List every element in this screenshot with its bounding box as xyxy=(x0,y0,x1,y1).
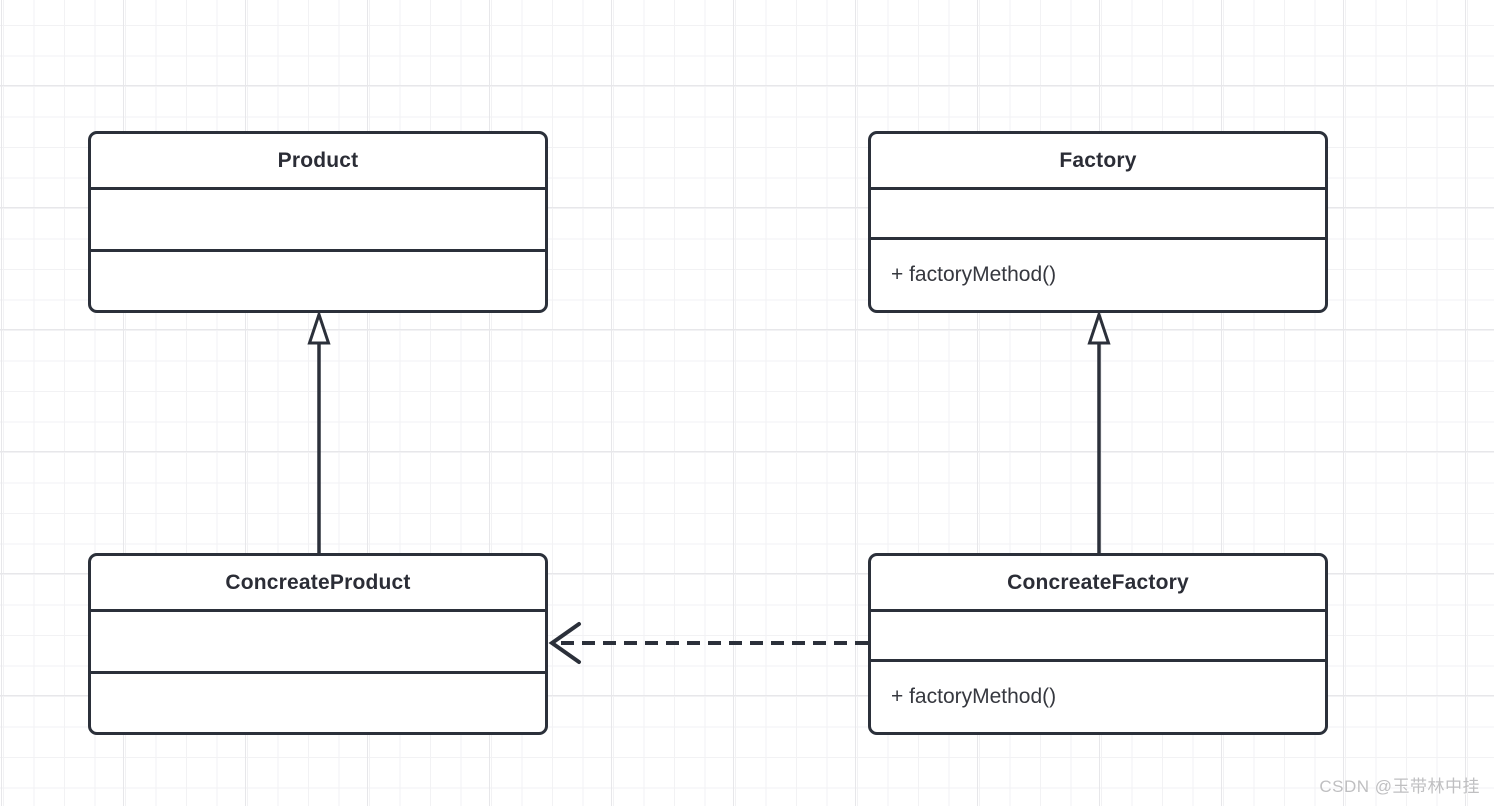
csdn-watermark: CSDN @玉带林中挂 xyxy=(1319,777,1480,796)
generalization-arrow-concreatefactory-to-factory[interactable] xyxy=(1087,309,1111,554)
dependency-arrow-concreatefactory-to-concreateproduct[interactable] xyxy=(548,622,868,664)
class-attributes-compartment xyxy=(871,190,1325,240)
generalization-arrow-concreateproduct-to-product[interactable] xyxy=(307,309,331,554)
class-title: Factory xyxy=(871,134,1325,190)
class-methods-compartment: + factoryMethod() xyxy=(891,684,1057,708)
class-methods-compartment xyxy=(91,252,545,311)
class-box-factory[interactable]: Factory + factoryMethod() xyxy=(868,131,1328,313)
class-methods-compartment xyxy=(91,674,545,733)
class-title: ConcreateFactory xyxy=(871,556,1325,612)
class-box-concreatefactory[interactable]: ConcreateFactory + factoryMethod() xyxy=(868,553,1328,735)
class-attributes-compartment xyxy=(91,612,545,674)
class-attributes-compartment xyxy=(871,612,1325,662)
class-attributes-compartment xyxy=(91,190,545,252)
class-title: Product xyxy=(91,134,545,190)
class-box-concreateproduct[interactable]: ConcreateProduct xyxy=(88,553,548,735)
class-box-product[interactable]: Product xyxy=(88,131,548,313)
class-title: ConcreateProduct xyxy=(91,556,545,612)
class-methods-compartment: + factoryMethod() xyxy=(891,262,1057,286)
